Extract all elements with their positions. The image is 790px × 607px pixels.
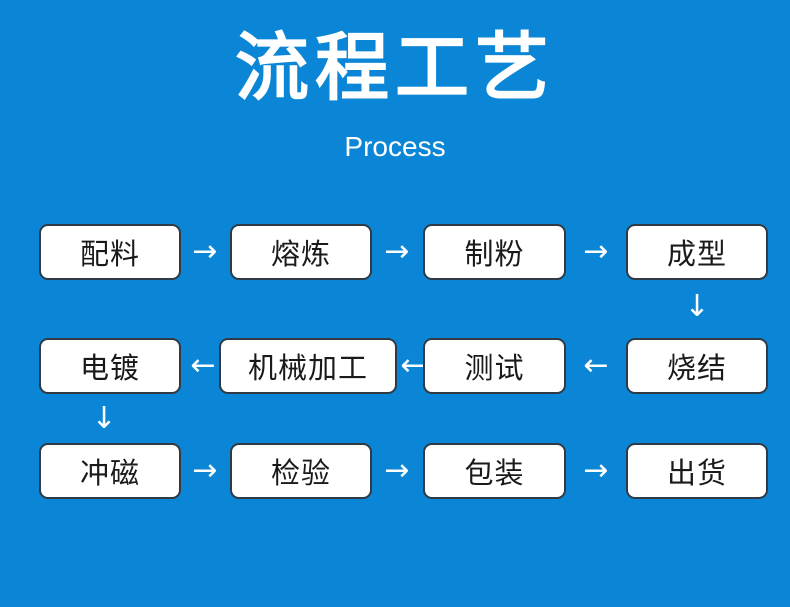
arrow-left-icon: ←	[190, 348, 216, 383]
step-sintering: 烧结	[626, 338, 768, 394]
step-forming: 成型	[626, 224, 768, 280]
step-batching: 配料	[39, 224, 181, 280]
arrow-down-icon: ↓	[684, 289, 710, 324]
step-smelting: 熔炼	[230, 224, 372, 280]
arrow-right-icon: →	[384, 453, 410, 488]
arrow-right-icon: →	[583, 453, 609, 488]
step-powdering: 制粉	[423, 224, 566, 280]
step-inspection: 检验	[230, 443, 372, 499]
page-subtitle: Process	[344, 131, 446, 162]
arrow-right-icon: →	[192, 234, 218, 269]
arrow-right-icon: →	[192, 453, 218, 488]
step-packaging: 包装	[423, 443, 566, 499]
page-title: 流程工艺	[235, 25, 555, 111]
step-machining: 机械加工	[219, 338, 397, 394]
step-shipping: 出货	[626, 443, 768, 499]
arrow-right-icon: →	[583, 234, 609, 269]
step-magnetizing: 冲磁	[39, 443, 181, 499]
arrow-left-icon: ←	[400, 348, 426, 383]
arrow-left-icon: ←	[583, 348, 609, 383]
arrow-right-icon: →	[384, 234, 410, 269]
arrow-down-icon: ↓	[91, 401, 117, 436]
step-plating: 电镀	[39, 338, 181, 394]
step-testing: 测试	[423, 338, 566, 394]
